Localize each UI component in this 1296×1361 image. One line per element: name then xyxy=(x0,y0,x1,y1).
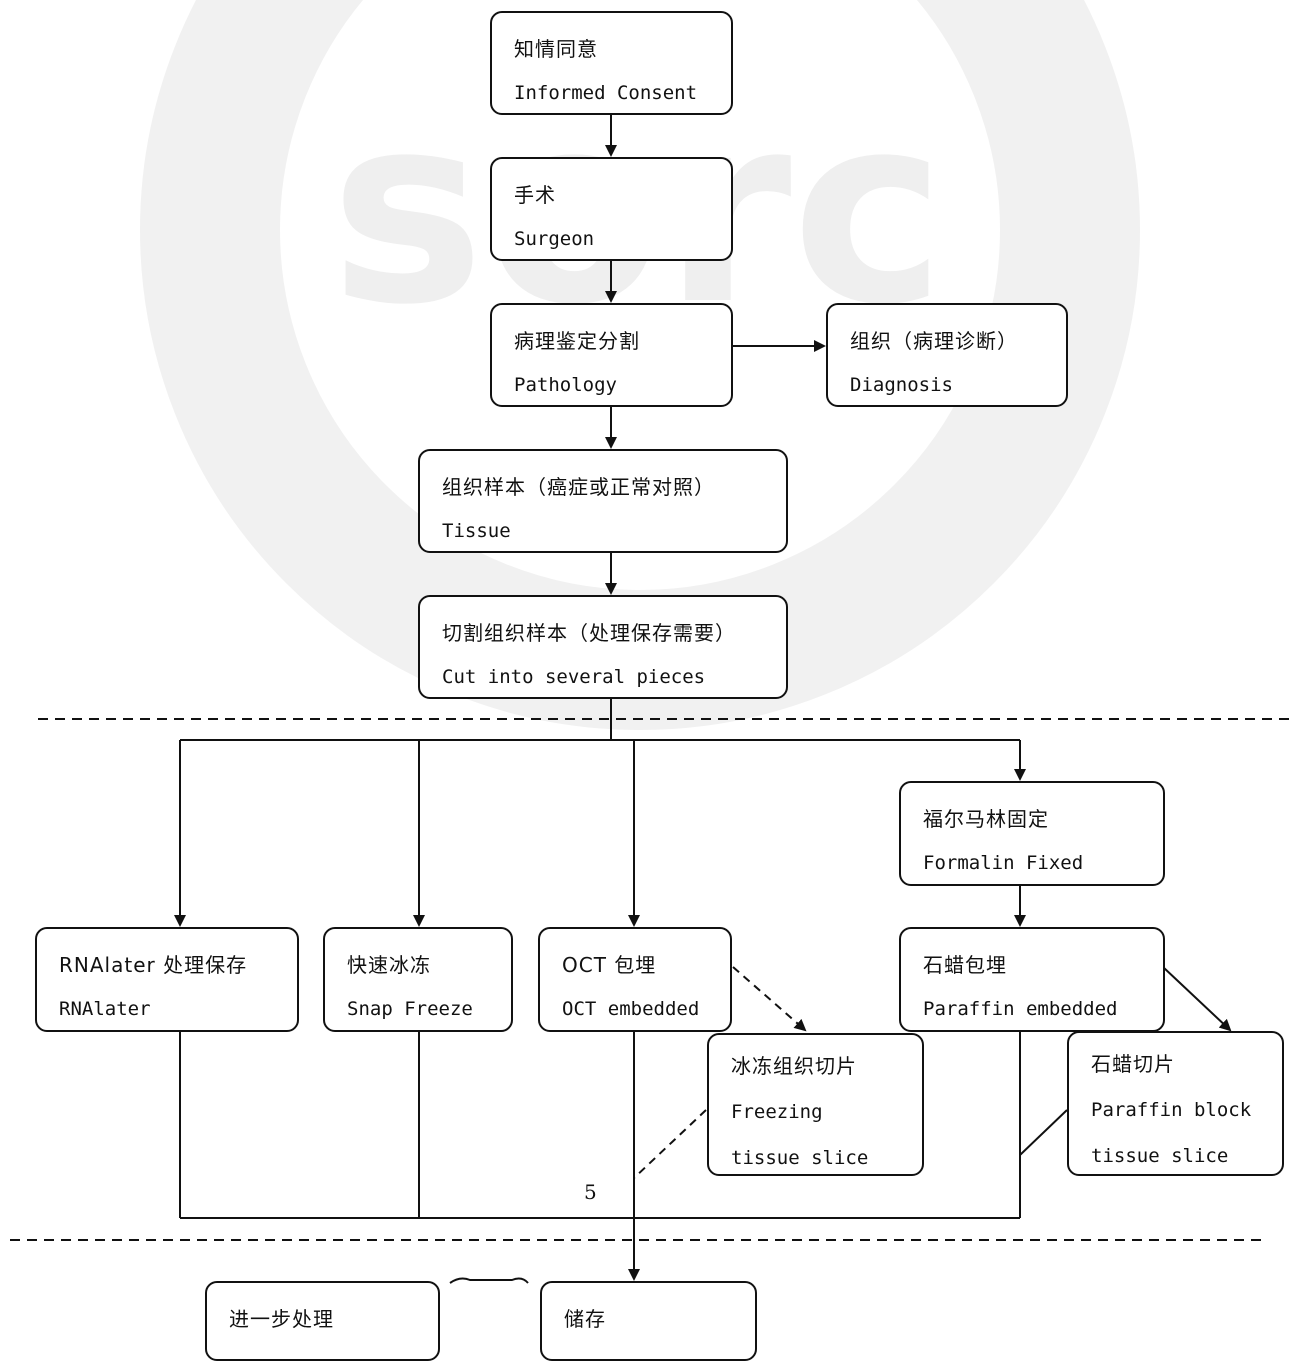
node-informed-consent: 知情同意 Informed Consent xyxy=(490,11,733,115)
node-tissue-zh: 组织样本（癌症或正常对照） xyxy=(442,475,715,499)
node-freezing-slice-en1: Freezing xyxy=(731,1101,823,1123)
node-informed-consent-zh: 知情同意 xyxy=(514,37,598,61)
node-pathology-en: Pathology xyxy=(514,374,617,396)
node-formalin-fixed: 福尔马林固定 Formalin Fixed xyxy=(899,781,1165,886)
further-storage-link xyxy=(449,1277,529,1284)
node-paraffin-slice-en1: Paraffin block xyxy=(1091,1099,1252,1121)
node-diagnosis-zh: 组织（病理诊断） xyxy=(850,329,1018,353)
frozen-slice-link xyxy=(633,1109,707,1179)
node-rnalater-en: RNAlater xyxy=(59,998,151,1020)
arrow-paraffin-slice xyxy=(1162,966,1232,1032)
node-freezing-slice: 冰冻组织切片 Freezing tissue slice xyxy=(707,1033,924,1176)
node-tissue: 组织样本（癌症或正常对照） Tissue xyxy=(418,449,788,553)
node-formalin-fixed-en: Formalin Fixed xyxy=(923,852,1084,874)
node-cut-pieces-en: Cut into several pieces xyxy=(442,666,706,688)
node-pathology: 病理鉴定分割 Pathology xyxy=(490,303,733,407)
node-surgeon: 手术 Surgeon xyxy=(490,157,733,261)
node-paraffin-embedded-en: Paraffin embedded xyxy=(923,998,1118,1020)
node-oct-embedded-en: OCT embedded xyxy=(562,998,700,1020)
node-snap-freeze-zh: 快速冰冻 xyxy=(347,953,431,977)
node-diagnosis-en: Diagnosis xyxy=(850,374,953,396)
node-diagnosis: 组织（病理诊断） Diagnosis xyxy=(826,303,1068,407)
node-paraffin-embedded: 石蜡包埋 Paraffin embedded xyxy=(899,927,1165,1032)
node-cut-pieces-zh: 切割组织样本（处理保存需要） xyxy=(442,621,736,645)
paraffin-slice-link xyxy=(1019,1109,1068,1156)
node-paraffin-slice: 石蜡切片 Paraffin block tissue slice xyxy=(1067,1031,1284,1176)
node-snap-freeze-en: Snap Freeze xyxy=(347,998,473,1020)
node-oct-embedded-zh: OCT 包埋 xyxy=(562,953,657,977)
node-cut-pieces: 切割组织样本（处理保存需要） Cut into several pieces xyxy=(418,595,788,699)
node-paraffin-slice-zh: 石蜡切片 xyxy=(1091,1052,1175,1076)
node-formalin-fixed-zh: 福尔马林固定 xyxy=(923,807,1049,831)
node-storage: 储存 xyxy=(540,1281,757,1361)
node-snap-freeze: 快速冰冻 Snap Freeze xyxy=(323,927,513,1032)
node-freezing-slice-en2: tissue slice xyxy=(731,1147,869,1169)
arrow-oct-frozen-slice xyxy=(732,966,807,1032)
node-paraffin-embedded-zh: 石蜡包埋 xyxy=(923,953,1007,977)
node-freezing-slice-zh: 冰冻组织切片 xyxy=(731,1054,857,1078)
node-informed-consent-en: Informed Consent xyxy=(514,82,698,104)
node-oct-embedded: OCT 包埋 OCT embedded xyxy=(538,927,732,1032)
node-surgeon-zh: 手术 xyxy=(514,183,556,207)
node-paraffin-slice-en2: tissue slice xyxy=(1091,1145,1229,1167)
annotation-number: 5 xyxy=(584,1180,597,1204)
node-rnalater-zh: RNAlater 处理保存 xyxy=(59,953,248,977)
node-surgeon-en: Surgeon xyxy=(514,228,595,250)
node-further-processing: 进一步处理 xyxy=(205,1281,440,1361)
node-tissue-en: Tissue xyxy=(442,520,511,542)
node-further-processing-zh: 进一步处理 xyxy=(229,1307,334,1331)
node-storage-zh: 储存 xyxy=(564,1307,606,1331)
node-rnalater: RNAlater 处理保存 RNAlater xyxy=(35,927,299,1032)
node-pathology-zh: 病理鉴定分割 xyxy=(514,329,640,353)
